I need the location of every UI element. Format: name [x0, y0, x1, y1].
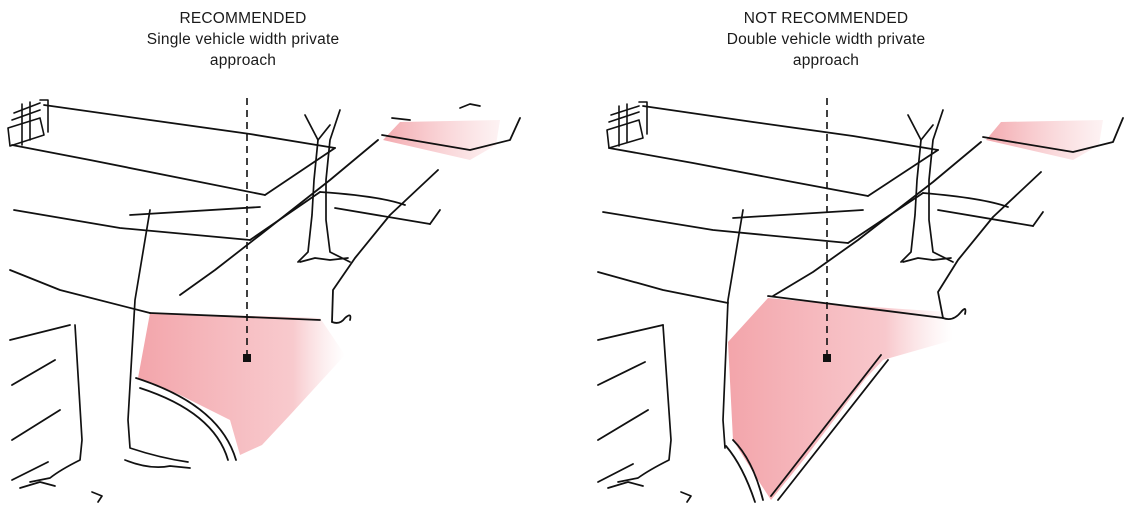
approach-highlight — [728, 298, 953, 500]
building-steps — [607, 102, 647, 148]
street-lines — [598, 106, 1123, 482]
illustration-single-width-approach — [0, 0, 550, 520]
illustration-double-width-approach — [583, 0, 1133, 520]
building-steps — [8, 100, 48, 146]
label-leader-dot — [823, 354, 831, 362]
label-leader-dot — [243, 354, 251, 362]
approach-highlight-distant — [383, 120, 500, 160]
approach-highlight — [138, 313, 345, 455]
tree-near — [608, 210, 743, 502]
